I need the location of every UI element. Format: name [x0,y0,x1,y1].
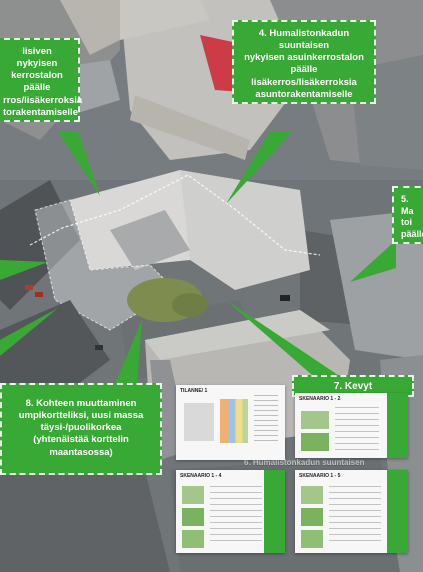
callout-4: 4. Humalistonkadun suuntaisen nykyisen a… [232,20,376,104]
document-thumbnail-3: SKENAARIO 1 - 4 [176,470,285,553]
document-thumbnail-1: TILANNE/ 1 [176,385,285,460]
document-title: SKENAARIO 1 - 5 [299,473,341,479]
document-title: TILANNE/ 1 [180,388,208,394]
document-title: SKENAARIO 1 - 4 [180,473,222,479]
callout-3: lisiven nykyisen kerrostalon päälle rros… [0,38,82,122]
document-title: SKENAARIO 1 - 2 [299,396,341,402]
callout-5: 5. Ma toi päällo [392,186,423,244]
document-thumbnail-2: SKENAARIO 1 - 2 [295,393,408,458]
overlapped-label: 6. Humalistonkadun suuntaisen [244,458,365,467]
document-thumbnail-4: SKENAARIO 1 - 5 [295,470,408,553]
callout-8: 8. Kohteen muuttaminen umpikortteliksi, … [0,383,162,475]
